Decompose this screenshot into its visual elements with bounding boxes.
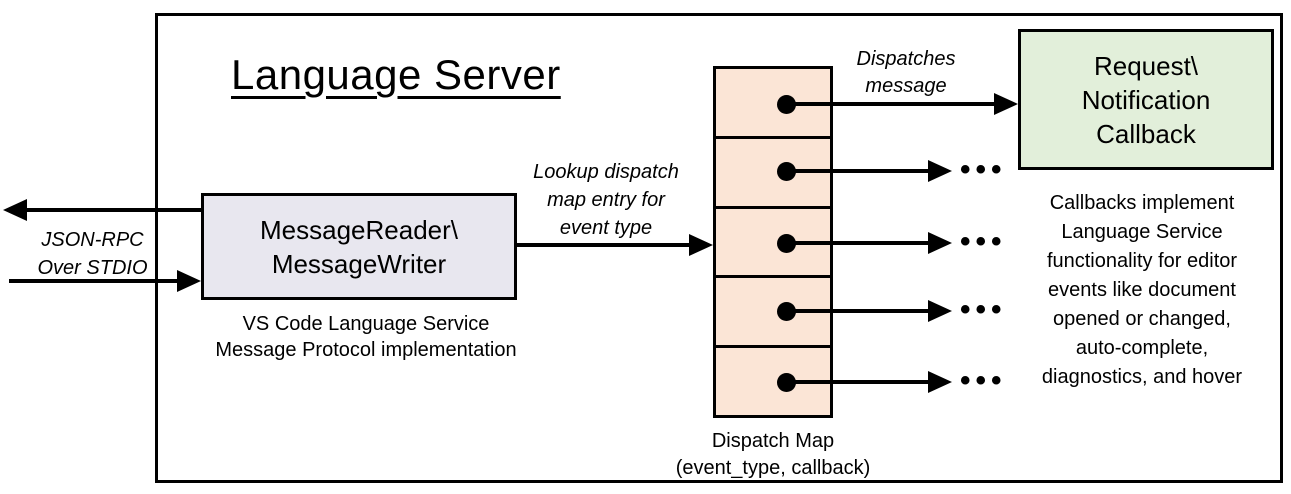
stdio-in-arrow-line	[9, 279, 179, 283]
json-rpc-stdio-label: JSON-RPC Over STDIO	[37, 229, 148, 279]
more-callbacks-ellipsis: •••	[960, 153, 1007, 186]
dispatch-arrowhead-icon	[994, 93, 1018, 115]
dispatch-arrow-line	[786, 309, 932, 313]
dispatch-map-cell	[716, 278, 830, 349]
request-notification-callback-box: Request\ Notification Callback	[1018, 29, 1274, 170]
stdio-out-arrowhead-icon	[3, 199, 27, 221]
dispatch-map-cell	[716, 69, 830, 139]
more-callbacks-ellipsis: •••	[960, 364, 1007, 397]
dispatch-arrow-line	[786, 241, 932, 245]
callbacks-note: Callbacks implement Language Service fun…	[1041, 192, 1243, 388]
diagram-title: Language Server	[231, 51, 561, 98]
dispatch-map-cell	[716, 209, 830, 279]
dispatch-arrow-line	[786, 380, 932, 384]
stdio-in-arrowhead-icon	[177, 270, 201, 292]
stdio-out-arrow-line	[21, 208, 201, 212]
more-callbacks-ellipsis: •••	[960, 293, 1007, 326]
lookup-arrowhead-icon	[689, 234, 713, 256]
language-server-boundary	[155, 13, 1283, 483]
dispatch-map-caption: Dispatch Map (event_type, callback)	[675, 430, 871, 479]
dispatch-arrowhead-icon	[928, 160, 952, 182]
dispatch-arrowhead-icon	[928, 371, 952, 393]
message-box-caption: VS Code Language Service Message Protoco…	[215, 313, 517, 361]
more-callbacks-ellipsis: •••	[960, 225, 1007, 258]
lookup-arrow-line	[517, 243, 693, 247]
dispatch-map-cell	[716, 139, 830, 209]
lookup-dispatch-label: Lookup dispatch map entry for event type	[533, 161, 679, 239]
dispatch-arrow-line	[786, 102, 998, 106]
dispatch-arrowhead-icon	[928, 300, 952, 322]
message-reader-writer-box: MessageReader\ MessageWriter	[201, 193, 517, 300]
dispatch-arrowhead-icon	[928, 232, 952, 254]
dispatches-message-label: Dispatches message	[856, 48, 956, 97]
dispatch-arrow-line	[786, 169, 932, 173]
